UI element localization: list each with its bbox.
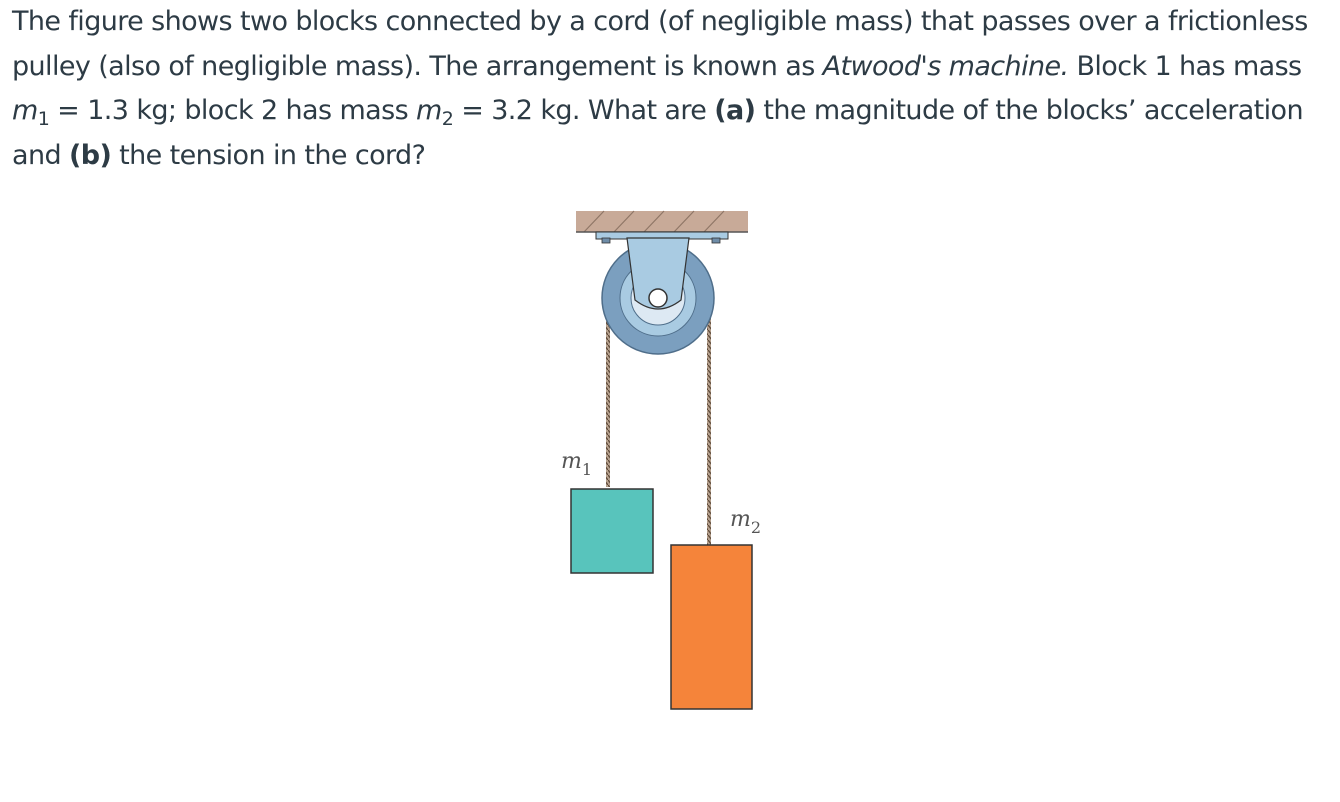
part-b-text: the tension in the cord? (111, 139, 426, 171)
label-m1: m1 (561, 449, 592, 479)
cord-left (606, 298, 610, 487)
ceiling (576, 210, 748, 233)
pulley-axle (648, 288, 668, 308)
part-a-label: (a) (714, 95, 756, 126)
m1-value: = 1.3 kg; block 2 has mass (49, 95, 417, 126)
m2-value: = 3.2 kg. What are (453, 95, 715, 126)
cord-right (707, 298, 711, 545)
mass-intro: Block 1 has mass (1068, 50, 1302, 82)
m2-subscript: 2 (441, 108, 454, 130)
m2-symbol: m (416, 95, 442, 126)
atwood-machine-figure: m1 m2 (561, 210, 761, 710)
block-2 (670, 544, 753, 710)
pulley-bracket (626, 237, 690, 310)
label-m2: m2 (730, 507, 761, 537)
machine-name: Atwood's machine. (822, 50, 1069, 82)
problem-intro: The figure shows two blocks connected by… (12, 6, 1308, 82)
part-a-text: the magnitude of the blocks’ acceleratio… (12, 95, 1304, 171)
m1-subscript: 1 (37, 108, 50, 130)
part-b-label: (b) (68, 139, 112, 171)
m1-symbol: m (12, 95, 38, 126)
problem-statement: The figure shows two blocks connected by… (12, 0, 1322, 178)
block-1 (570, 488, 654, 574)
